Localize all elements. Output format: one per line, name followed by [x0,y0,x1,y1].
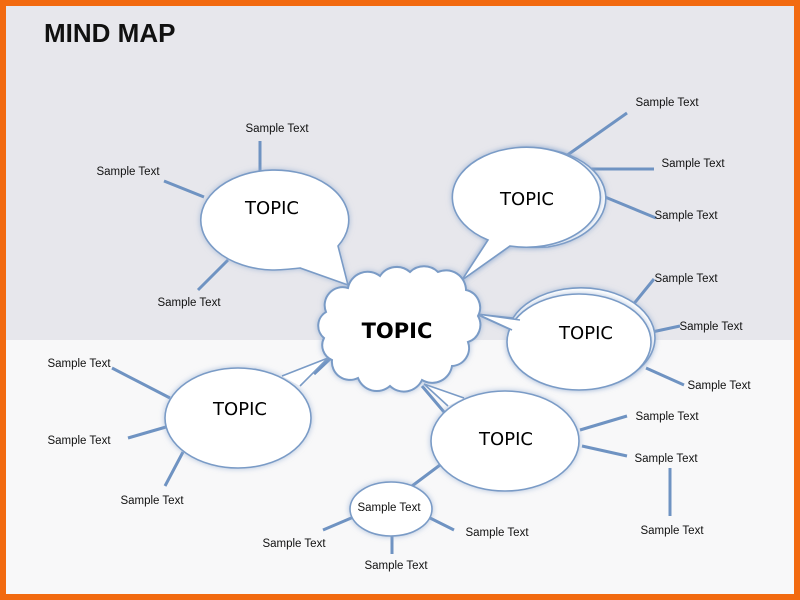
spoke-mr-bottom [645,366,685,387]
label-small-right: Sample Text [465,527,529,539]
label-small-bottom: Sample Text [364,560,428,572]
label-mr-top: Sample Text [654,273,718,285]
label-small-left: Sample Text [262,538,326,550]
topic-label-middle-right: TOPIC [558,323,613,344]
spoke-small-left [322,514,357,532]
topic-label-top-right: TOPIC [499,189,554,210]
label-mr-bottom: Sample Text [687,380,751,392]
label-tr-top: Sample Text [635,97,699,109]
spoke-small-right [429,516,455,532]
spoke-bl-bottom [163,451,185,487]
topic-bubble-bottom-left: TOPIC [164,357,329,469]
spoke-mr-top [630,278,656,307]
label-bl-bottom: Sample Text [120,495,184,507]
spoke-tl-bottom [196,258,230,292]
spoke-tl-left [163,179,205,199]
spoke-tr-bottom [604,195,657,220]
label-tl-top: Sample Text [245,123,309,135]
topic-label-bottom-right: TOPIC [478,429,533,450]
label-bl-top: Sample Text [47,358,111,370]
label-mr-middle: Sample Text [679,321,743,333]
spoke-br-top [579,414,628,432]
label-tr-middle: Sample Text [661,158,725,170]
spoke-bl-top [111,366,171,400]
topic-label-small: Sample Text [357,502,421,514]
label-bl-middle: Sample Text [47,435,111,447]
spoke-br-middle [581,444,628,458]
topic-bubble-top-left: TOPIC [199,169,350,287]
topic-bubble-bottom-right: TOPIC [423,383,580,492]
spoke-tr-top [565,111,628,158]
connector-lines [111,111,685,554]
center-topic-label: TOPIC [362,319,433,343]
spoke-br-to-small [411,463,441,488]
spoke-center-to-bl [312,357,332,376]
spoke-bl-middle [127,425,167,440]
sample-text-labels: Sample Text Sample Text Sample Text Samp… [47,97,751,572]
label-br-far: Sample Text [640,525,704,537]
label-tl-left: Sample Text [96,166,160,178]
spoke-center-to-br [420,385,446,413]
label-br-top: Sample Text [635,411,699,423]
topic-bubble-small: Sample Text [349,481,433,537]
label-tl-bottom: Sample Text [157,297,221,309]
label-tr-bottom: Sample Text [654,210,718,222]
topic-bubble-middle-right: TOPIC [475,286,656,391]
topic-bubble-top-right: TOPIC [451,146,607,281]
topic-label-top-left: TOPIC [244,198,299,219]
label-br-middle: Sample Text [634,453,698,465]
center-topic-cloud: TOPIC [317,265,482,393]
page-title: MIND MAP [44,18,175,48]
spoke-mr-middle [651,324,681,334]
topic-label-bottom-left: TOPIC [212,399,267,420]
